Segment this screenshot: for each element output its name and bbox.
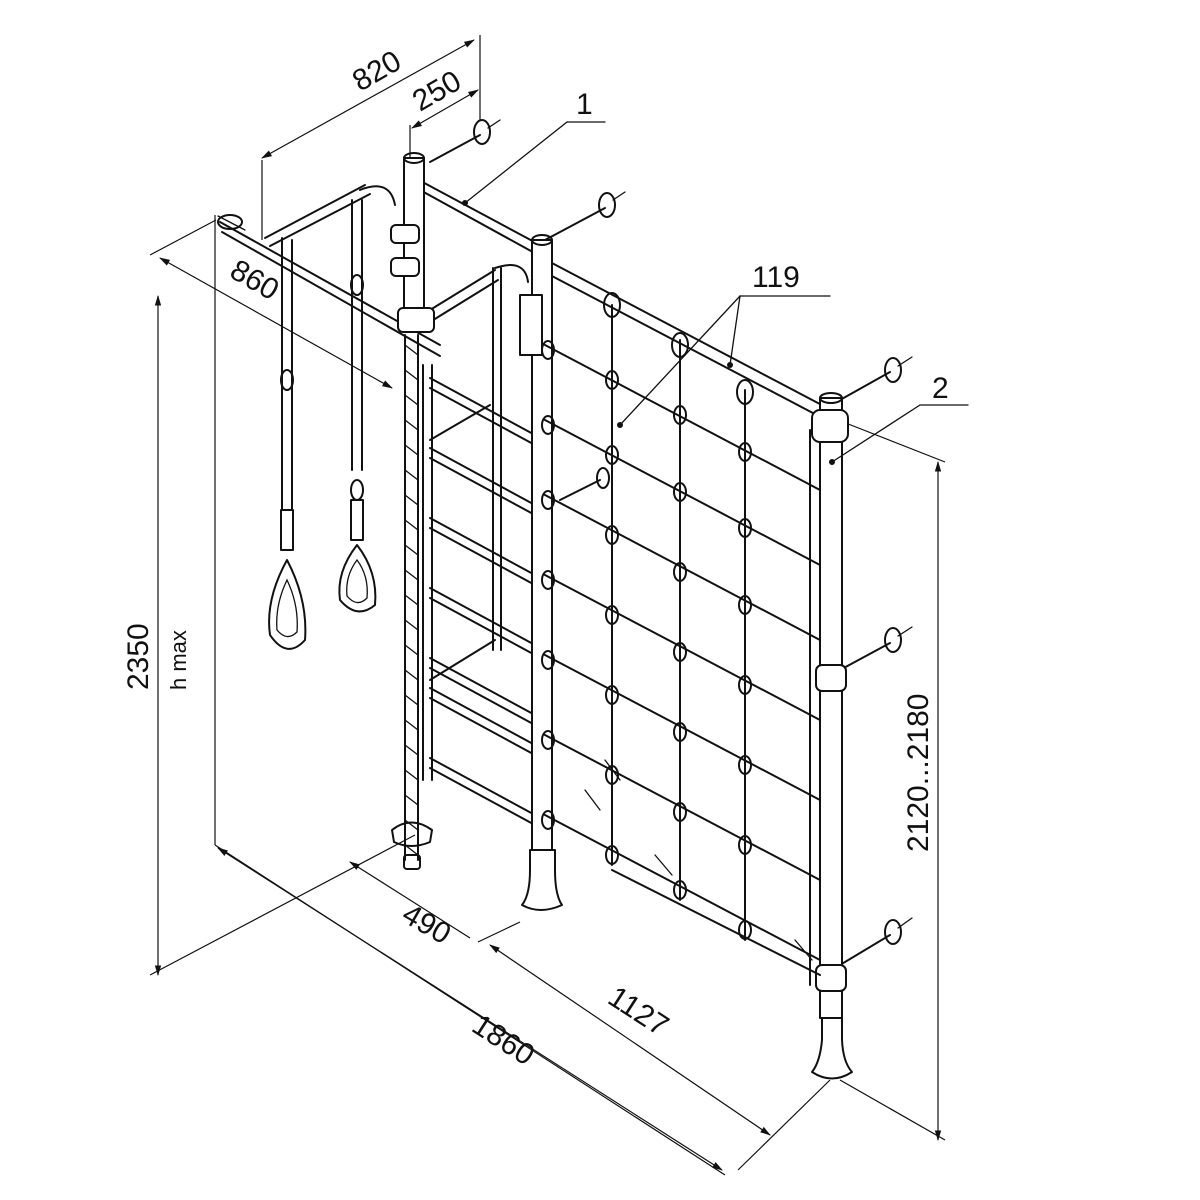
dim-820: 820 — [347, 44, 407, 98]
top-rails — [219, 177, 836, 423]
callout-leaders — [462, 121, 969, 465]
right-post — [811, 392, 853, 1080]
dim-2350: 2350 — [122, 623, 155, 690]
dim-hmax: h max — [166, 630, 191, 690]
ladder-rungs — [429, 377, 536, 826]
callout-2: 2 — [932, 372, 949, 405]
net-knots — [541, 292, 754, 940]
callout-119: 119 — [752, 261, 800, 294]
dim-1860: 1860 — [466, 1008, 540, 1072]
wall-bars-ladder — [422, 267, 536, 826]
center-post — [390, 152, 435, 333]
dim-1127: 1127 — [602, 980, 674, 1043]
middle-post — [519, 234, 563, 911]
dim-2120-2180: 2120...2180 — [902, 694, 935, 852]
dimension-labels: 820 250 860 2350 h max 490 1127 1860 212… — [122, 44, 935, 1072]
dim-490: 490 — [397, 897, 457, 951]
callout-labels: 1 119 2 — [576, 88, 949, 405]
callout-1: 1 — [576, 88, 593, 121]
wall-anchors — [217, 119, 913, 966]
climbing-rope — [391, 334, 433, 870]
gymnastic-rings — [268, 199, 377, 650]
climbing-net — [541, 292, 821, 986]
dimension-lines — [149, 35, 946, 1176]
